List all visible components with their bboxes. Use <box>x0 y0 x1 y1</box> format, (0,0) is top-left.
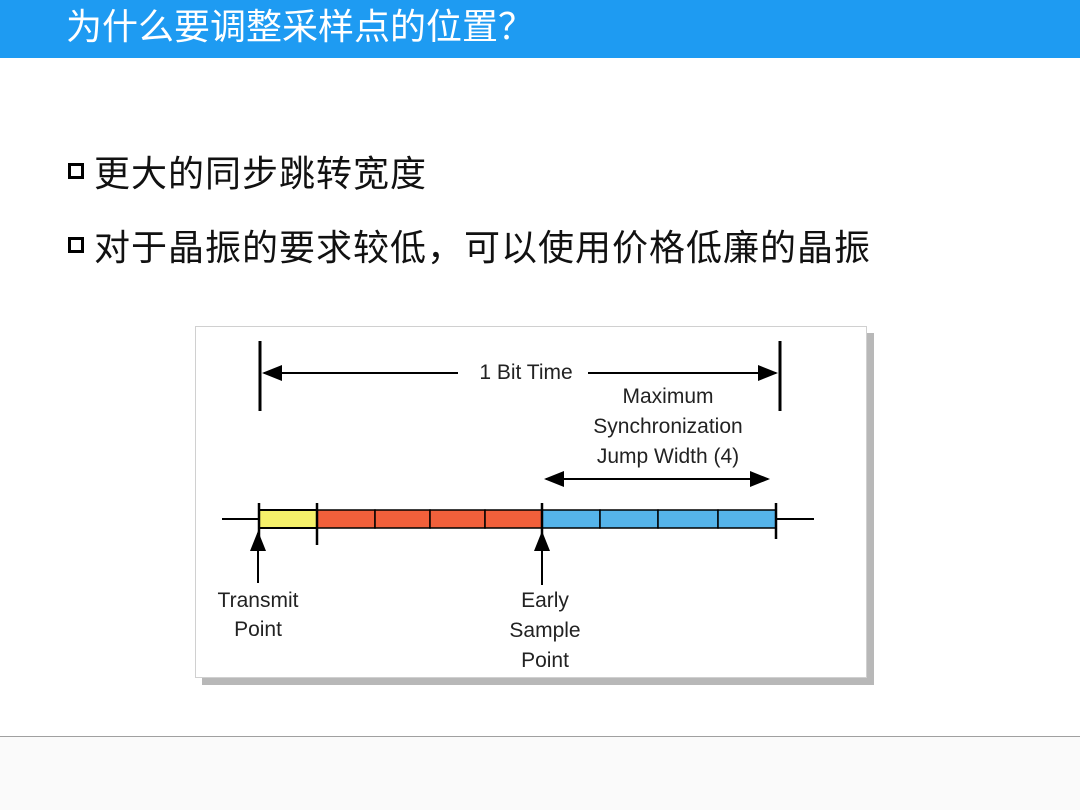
tq-segment <box>541 509 601 529</box>
square-bullet-icon <box>68 163 84 179</box>
bit-time-label: 1 Bit Time <box>479 361 572 384</box>
bullet-text: 对于晶振的要求较低，可以使用价格低廉的晶振 <box>94 228 872 269</box>
sjw-label-line: Jump Width (4) <box>597 445 739 468</box>
sjw-label-line: Maximum <box>622 385 713 408</box>
footer-area <box>0 737 1080 810</box>
sample-label-line: Sample <box>509 619 580 642</box>
tq-segment <box>484 509 543 529</box>
transmit-label-line: Transmit <box>218 589 299 612</box>
sample-label-line: Point <box>521 649 569 672</box>
sync-segment <box>258 509 318 529</box>
transmit-label-line: Point <box>234 618 282 641</box>
tq-segment <box>657 509 719 529</box>
slide-title: 为什么要调整采样点的位置？ <box>66 7 535 48</box>
sjw-label-line: Synchronization <box>593 415 742 438</box>
sample-label-line: Early <box>521 589 569 612</box>
tq-segment <box>374 509 431 529</box>
bit-timing-svg: 1 Bit Time Maximum Synchronization Jump … <box>218 341 814 672</box>
bullet-list: 更大的同步跳转宽度 对于晶振的要求较低，可以使用价格低廉的晶振 <box>68 145 871 293</box>
footer-divider <box>0 736 1080 737</box>
tq-segment <box>316 509 376 529</box>
tq-segment <box>717 509 777 529</box>
time-quanta-bar <box>258 509 777 529</box>
bullet-item: 对于晶振的要求较低，可以使用价格低廉的晶振 <box>68 219 871 271</box>
tq-segment <box>429 509 486 529</box>
title-bar: 为什么要调整采样点的位置？ <box>0 0 1080 58</box>
bit-timing-diagram: 1 Bit Time Maximum Synchronization Jump … <box>195 326 867 678</box>
bullet-text: 更大的同步跳转宽度 <box>94 154 428 195</box>
tq-segment <box>599 509 659 529</box>
square-bullet-icon <box>68 237 84 253</box>
bullet-item: 更大的同步跳转宽度 <box>68 145 871 197</box>
